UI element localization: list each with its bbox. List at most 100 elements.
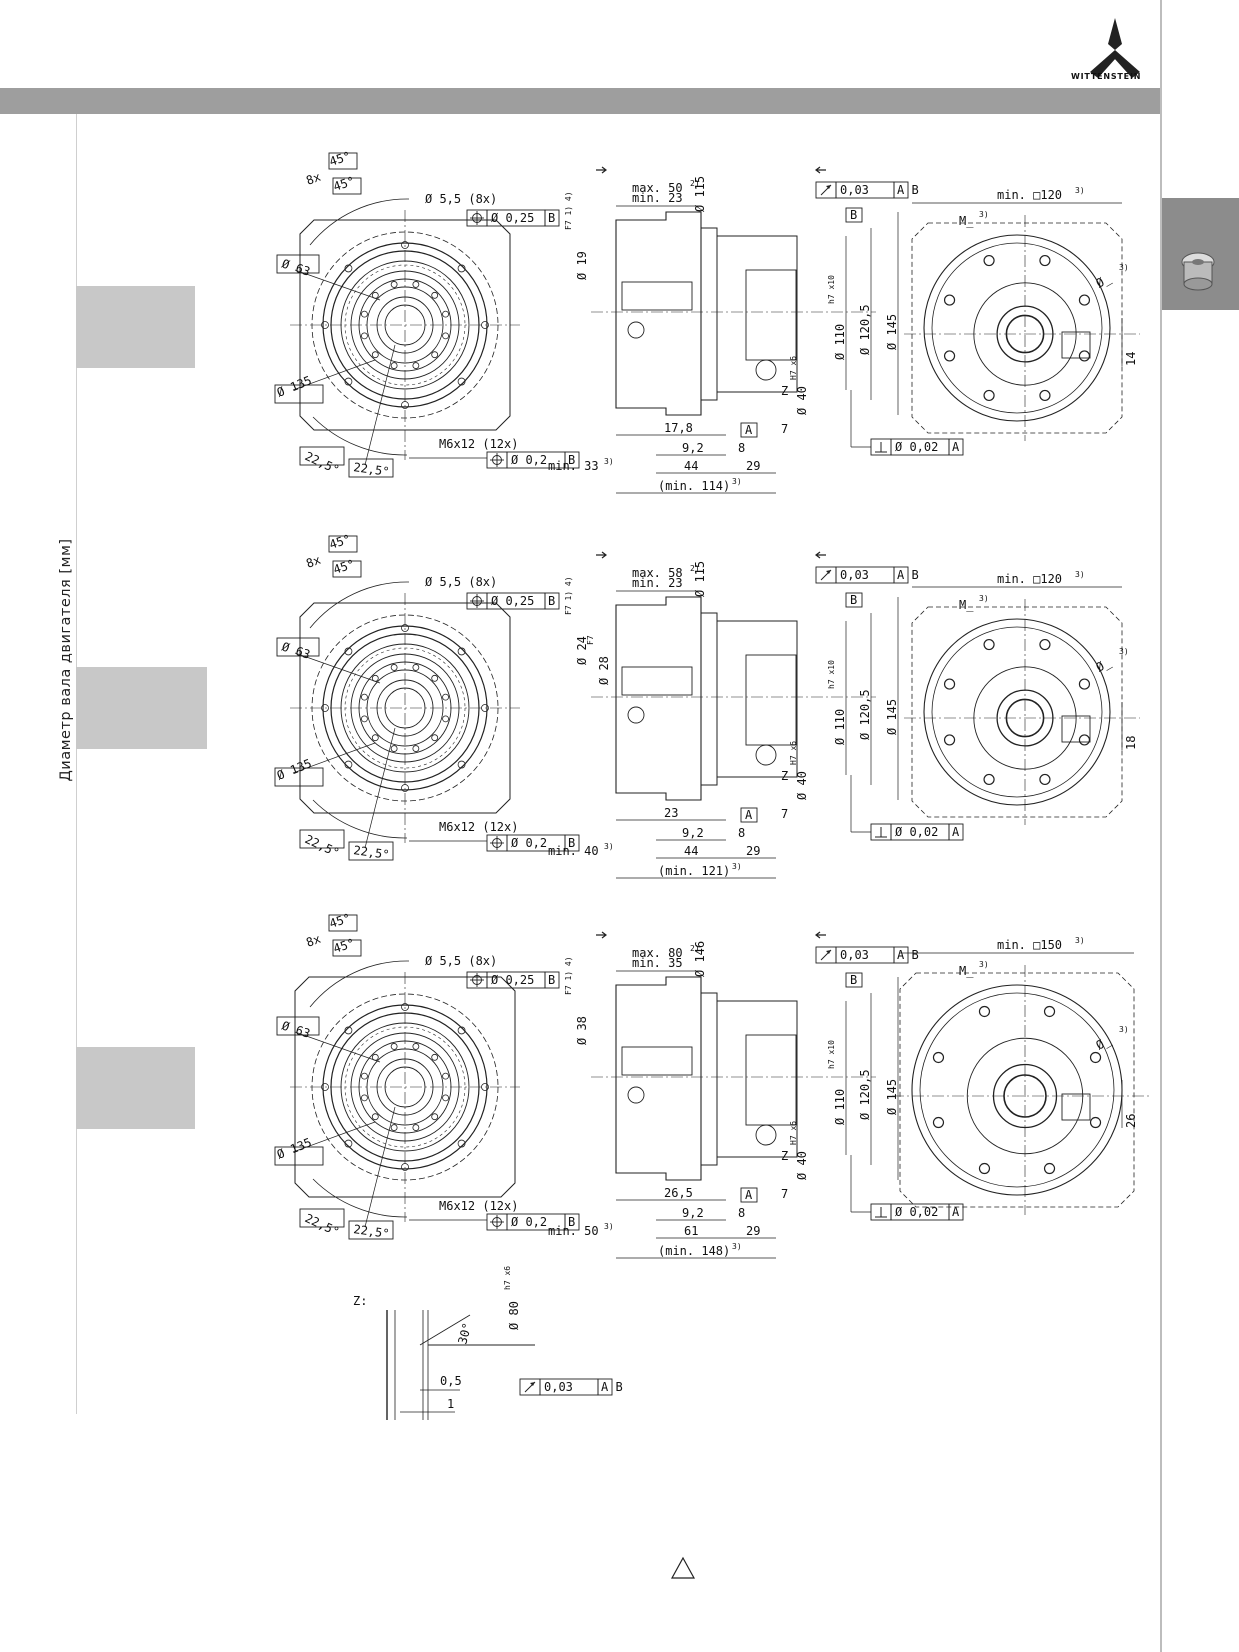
dim-key: 26 (1124, 1114, 1138, 1128)
dim-len1: 23 (664, 806, 678, 820)
dim-d110: Ø 110 (833, 709, 847, 745)
thread-tolerance-frame-value: Ø 0,2 (511, 1215, 547, 1229)
dim-8x: 8x (304, 170, 322, 188)
dim-d115: Ø 146 (693, 941, 707, 977)
dim-d40-sup: H7 x6 (789, 356, 798, 380)
datum-b: B (850, 593, 857, 607)
dim-min-length: min. 23 (632, 576, 683, 590)
hole-callout: Ø 5,5 (8x) (425, 575, 497, 589)
dim-22-5deg: 22,5° (303, 832, 342, 860)
dim-total-sup: 3) (732, 862, 742, 871)
runout-tolerance-frame-value: 0,03 (840, 183, 869, 197)
dim-min-a-sup: 3) (604, 1222, 614, 1231)
dim-45deg: 45° (328, 911, 353, 931)
dim-thread-m-sup: 3) (979, 594, 989, 603)
dim-45deg: 45° (328, 532, 353, 552)
hole-tolerance-frame-datum: B (548, 211, 555, 225)
dim-bore2-sup: F7 (586, 635, 595, 645)
dim-max-length: max. 80 (632, 946, 683, 960)
dim-d145: Ø 145 (885, 699, 899, 735)
dim-total-sup: 3) (732, 477, 742, 486)
runout-tolerance-frame-datum: A B (897, 183, 919, 197)
hole-tolerance-frame-datum: B (548, 594, 555, 608)
dim-45deg: 45° (328, 149, 353, 169)
thread-callout: M6x12 (12x) (439, 437, 518, 451)
dim-22-5deg-b: 22,5° (353, 460, 391, 479)
thread-callout: M6x12 (12x) (439, 1199, 518, 1213)
runout-tolerance-frame: 0,03 A B (815, 566, 919, 584)
runout-tolerance-frame: 0,03 A B (815, 181, 919, 199)
runout-tolerance-frame-datum: A B (897, 948, 919, 962)
detail-d80: Ø 80 (507, 1301, 521, 1330)
thread-tolerance-frame-value: Ø 0,2 (511, 453, 547, 467)
dim-total: (min. 148) (658, 1244, 730, 1258)
dim-d120-5: Ø 120,5 (858, 304, 872, 355)
dim-d63: Ø 63 (280, 640, 312, 662)
dim-len4: 7 (781, 422, 788, 436)
dim-22-5deg: 22,5° (303, 449, 342, 477)
dim-len6: 29 (746, 1224, 760, 1238)
dim-d135: Ø 135 (275, 373, 314, 400)
dim-45deg-b: 45° (332, 936, 357, 956)
dim-len2: 9,2 (682, 1206, 704, 1220)
warning-triangle-icon (670, 1556, 696, 1579)
perpendicularity-frame-value: Ø 0,02 (895, 1205, 938, 1219)
dim-45deg-b: 45° (332, 557, 357, 577)
hole-callout: Ø 5,5 (8x) (425, 192, 497, 206)
dim-min-a: min. 50 (548, 1224, 599, 1238)
dim-d63: Ø 63 (280, 1019, 312, 1041)
dim-len5: 44 (684, 844, 698, 858)
datum-a: A (745, 808, 753, 822)
dim-max-sup: 2) (690, 564, 700, 573)
dim-len3: 8 (738, 826, 745, 840)
thread-tolerance-frame-datum: B (568, 1215, 575, 1229)
dim-phi-sup: 3) (1119, 263, 1129, 272)
dim-d110: Ø 110 (833, 1089, 847, 1125)
left-margin-rule (76, 114, 77, 1414)
runout-tolerance-frame-value: 0,03 (840, 568, 869, 582)
dim-d110-sup: h7 x10 (827, 275, 836, 304)
dim-bore: Ø 24 (575, 636, 589, 665)
dim-bore2: Ø 28 (597, 656, 611, 685)
dim-min-a: min. 40 (548, 844, 599, 858)
gearbox-thumbnail-icon (1181, 252, 1215, 291)
hole-tolerance-frame-value: Ø 0,25 (491, 973, 534, 987)
dim-len6: 29 (746, 459, 760, 473)
perpendicularity-frame: Ø 0,02 A (870, 1203, 964, 1221)
dim-len4: 7 (781, 1187, 788, 1201)
dim-d40: Ø 40 (795, 1151, 809, 1180)
dim-len5: 44 (684, 459, 698, 473)
dim-square: min. □120 (997, 572, 1062, 586)
sidebar-block-1 (76, 286, 195, 368)
dim-d40-sup: H7 x6 (789, 741, 798, 765)
detail-runout-frame-datum: A B (601, 1380, 623, 1394)
runout-tolerance-frame-datum: A B (897, 568, 919, 582)
view-z-marker: Z (781, 384, 788, 398)
dim-45deg-b: 45° (332, 174, 357, 194)
dim-min-a: min. 33 (548, 459, 599, 473)
thread-tolerance-frame-datum: B (568, 836, 575, 850)
datum-a: A (745, 423, 753, 437)
dim-d40: Ø 40 (795, 386, 809, 415)
dim-d110-sup: h7 x10 (827, 660, 836, 689)
view-z-marker: Z (781, 1149, 788, 1163)
perpendicularity-frame-value: Ø 0,02 (895, 440, 938, 454)
dim-len2: 9,2 (682, 441, 704, 455)
dim-d110: Ø 110 (833, 324, 847, 360)
dim-thread-m-sup: 3) (979, 210, 989, 219)
dim-thread-m: M_ (959, 214, 974, 228)
header-bar (0, 88, 1160, 114)
dim-len1: 26,5 (664, 1186, 693, 1200)
perpendicularity-frame-datum: A (952, 1205, 960, 1219)
